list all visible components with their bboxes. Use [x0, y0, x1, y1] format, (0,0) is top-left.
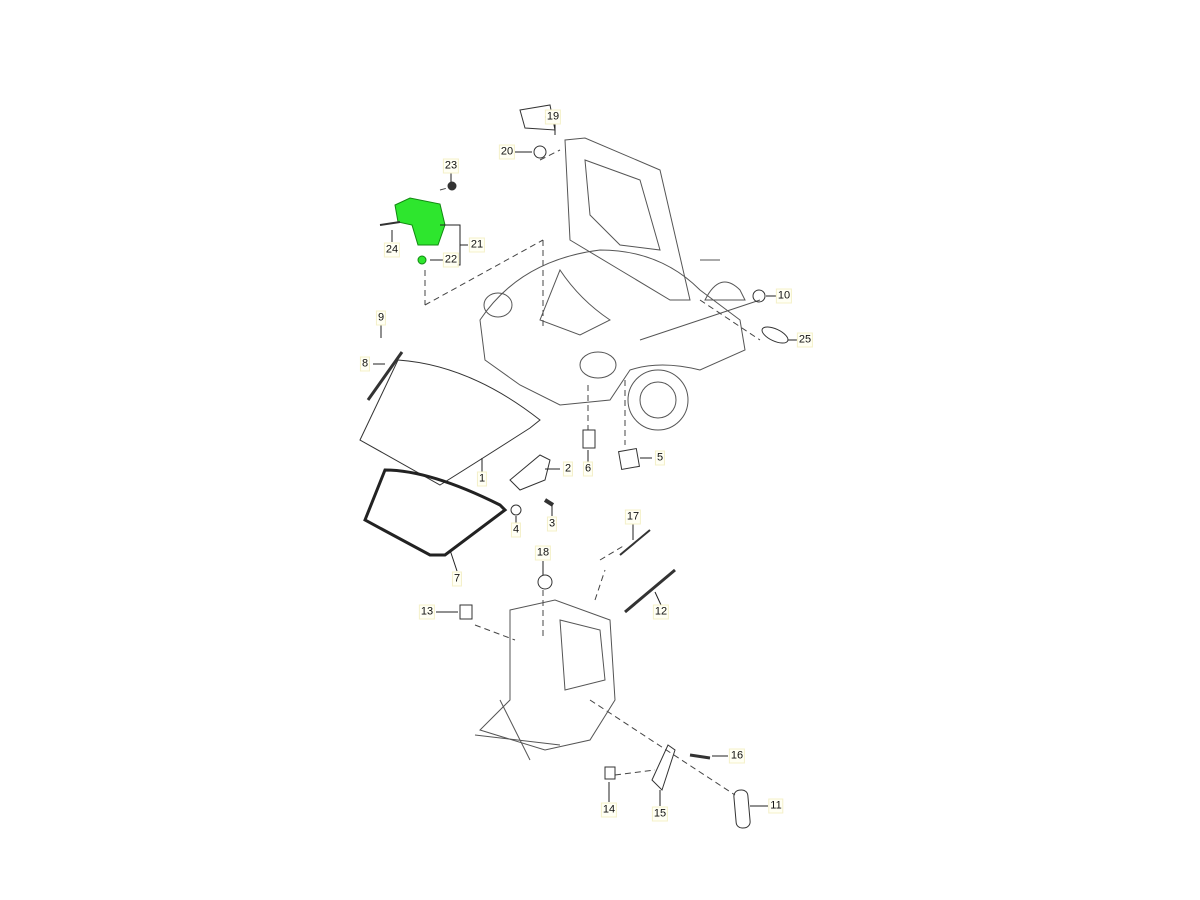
callout-11[interactable]: 11: [768, 798, 784, 814]
callout-3[interactable]: 3: [546, 516, 558, 532]
callout-12[interactable]: 12: [652, 604, 670, 620]
callout-5[interactable]: 5: [654, 450, 666, 466]
inner-fender-structure: [474, 599, 616, 761]
gas-strut: [366, 351, 404, 401]
cover-part: [617, 447, 641, 471]
callout-17[interactable]: 17: [624, 509, 642, 525]
callout-18[interactable]: 18: [534, 545, 552, 561]
assembly-lines: [424, 149, 761, 796]
hood-latch-highlighted: [394, 197, 446, 265]
callout-13[interactable]: 13: [418, 604, 436, 620]
callout-20[interactable]: 20: [498, 144, 516, 160]
callout-22[interactable]: 22: [442, 252, 460, 268]
callout-25[interactable]: 25: [796, 332, 814, 348]
callout-9[interactable]: 9: [375, 310, 387, 326]
buffer-part: [582, 429, 596, 449]
vehicle-front: [479, 137, 761, 431]
callout-1[interactable]: 1: [476, 471, 488, 487]
callout-15[interactable]: 15: [651, 806, 669, 822]
hood-seal: [363, 468, 508, 557]
hood-hinge: [509, 454, 551, 491]
callout-10[interactable]: 10: [775, 288, 793, 304]
callout-23[interactable]: 23: [442, 158, 460, 174]
callout-16[interactable]: 16: [728, 748, 746, 764]
callout-7[interactable]: 7: [451, 571, 463, 587]
grommet: [510, 504, 522, 516]
callout-21[interactable]: 21: [468, 237, 486, 253]
callout-14[interactable]: 14: [600, 802, 618, 818]
hood-panel: [359, 359, 541, 486]
callout-6[interactable]: 6: [582, 461, 594, 477]
callout-8[interactable]: 8: [359, 356, 371, 372]
callout-2[interactable]: 2: [562, 461, 574, 477]
callout-19[interactable]: 19: [544, 109, 562, 125]
callout-24[interactable]: 24: [383, 242, 401, 258]
callout-4[interactable]: 4: [510, 522, 522, 538]
